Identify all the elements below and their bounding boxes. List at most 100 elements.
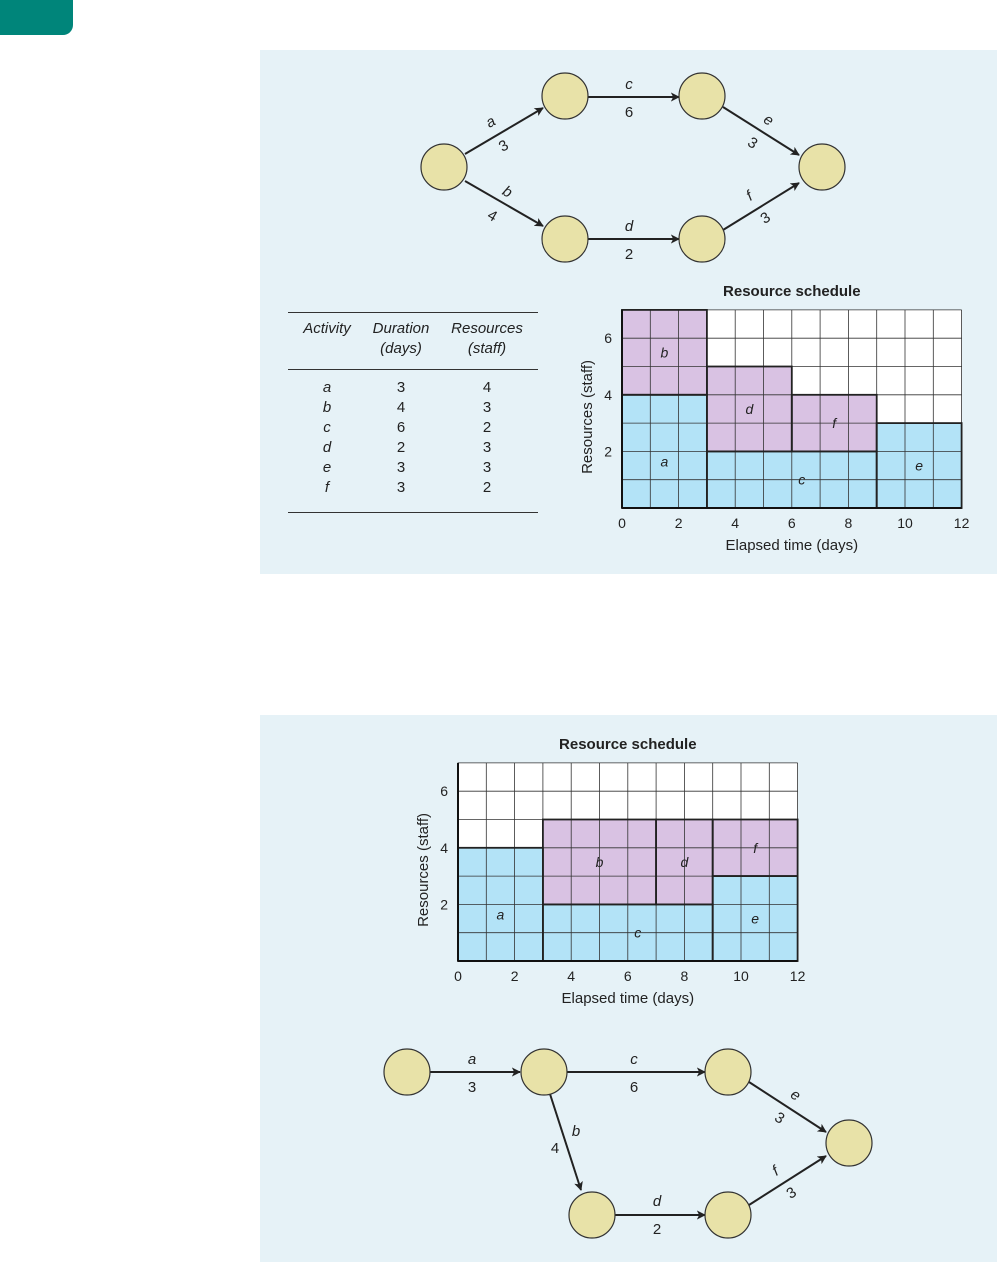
- x-tick-label: 6: [624, 968, 632, 984]
- table-row: f 3 2: [288, 478, 538, 513]
- block-b-label: b: [596, 854, 604, 870]
- header-activity: Activity: [303, 320, 351, 337]
- x-axis-label: Elapsed time (days): [562, 990, 695, 1007]
- edge-c-label: c: [630, 1051, 638, 1068]
- block-c-label: c: [798, 472, 805, 488]
- edge-f-label: f: [743, 187, 757, 205]
- node-2: [541, 72, 589, 120]
- x-tick-label: 10: [897, 515, 913, 531]
- block-e-fill: [712, 876, 798, 961]
- cell-duration: 4: [396, 399, 406, 416]
- x-tick-label: 4: [567, 968, 575, 984]
- figure1-svg: a 3 b 4 c 6 d 2 e 3 f 3 Resource schedul…: [420, 72, 970, 554]
- y-tick-labels: 2 4 6: [440, 783, 448, 912]
- block-f: [711, 818, 799, 877]
- edge-f-arrow: [748, 1155, 827, 1206]
- edge-b-duration: 4: [551, 1140, 559, 1157]
- x-tick-label: 2: [511, 968, 519, 984]
- cell-resources: 3: [482, 399, 492, 416]
- chapter-tab: [0, 0, 73, 35]
- edge-b-arrow: [464, 180, 544, 227]
- x-tick-label: 4: [731, 515, 739, 531]
- edge-f-duration: 3: [757, 209, 773, 228]
- y-tick-label: 2: [604, 443, 612, 459]
- edge-d-duration: 2: [653, 1221, 661, 1238]
- y-tick-label: 2: [440, 896, 448, 912]
- node-5: [704, 1191, 752, 1239]
- x-tick-label: 12: [954, 515, 970, 531]
- node-2: [520, 1048, 568, 1096]
- chart-title: Resource schedule: [723, 283, 861, 300]
- edge-a-duration: 3: [468, 1079, 476, 1096]
- edge-b-duration: 4: [484, 207, 500, 226]
- block-e-fill: [876, 423, 962, 508]
- edge-c-duration: 6: [630, 1079, 638, 1096]
- y-tick-labels: 246: [604, 330, 612, 459]
- edge-e-arrow: [722, 106, 800, 156]
- edge-b-label: b: [572, 1123, 580, 1140]
- block-f-label: f: [832, 415, 838, 431]
- node-4: [678, 72, 726, 120]
- cell-activity: d: [322, 439, 332, 456]
- node-3: [541, 215, 589, 263]
- y-axis-label: Resources (staff): [579, 360, 596, 474]
- network-diagram-1: a 3 b 4 c 6 d 2 e 3 f 3: [420, 72, 846, 263]
- node-1: [420, 143, 468, 191]
- table-row: d 2 3: [288, 438, 538, 458]
- block-d-label: d: [745, 401, 754, 417]
- edge-a-duration: 3: [496, 137, 512, 156]
- edge-e-duration: 3: [771, 1109, 787, 1128]
- cell-activity: b: [322, 399, 332, 416]
- block-d-fill: [706, 366, 792, 452]
- node-6: [798, 143, 846, 191]
- node-5: [678, 215, 726, 263]
- edge-e-duration: 3: [744, 134, 760, 153]
- edge-b-label: b: [499, 183, 515, 202]
- node-3: [704, 1048, 752, 1096]
- cell-activity: c: [323, 419, 331, 436]
- x-tick-label: 8: [845, 515, 853, 531]
- edge-d-duration: 2: [625, 246, 633, 263]
- block-b-fill: [622, 309, 707, 395]
- edge-d-label: d: [653, 1193, 662, 1210]
- cell-resources: 3: [482, 459, 492, 476]
- block-a-label: a: [497, 906, 505, 922]
- x-tick-label: 2: [675, 515, 683, 531]
- block-e-label: e: [915, 458, 923, 474]
- edge-e-arrow: [748, 1081, 827, 1133]
- x-tick-label: 8: [681, 968, 689, 984]
- cell-activity: f: [324, 479, 330, 496]
- chart-title: Resource schedule: [559, 736, 697, 753]
- block-e-label: e: [751, 911, 759, 927]
- node-1: [383, 1048, 431, 1096]
- x-tick-label: 0: [618, 515, 626, 531]
- figure-panel-1: a 3 b 4 c 6 d 2 e 3 f 3 Resource schedul…: [260, 50, 997, 574]
- edge-c-duration: 6: [625, 104, 633, 121]
- edge-a-label: a: [468, 1051, 476, 1068]
- x-tick-label: 12: [790, 968, 806, 984]
- node-6: [825, 1119, 873, 1167]
- y-tick-label: 4: [604, 387, 612, 403]
- edge-c-label: c: [625, 76, 633, 93]
- x-tick-label: 0: [454, 968, 462, 984]
- cell-resources: 4: [482, 379, 492, 396]
- y-axis-label: Resources (staff): [415, 813, 432, 927]
- block-a-label: a: [661, 453, 669, 469]
- cell-duration: 3: [396, 459, 406, 476]
- edge-b-arrow: [549, 1093, 583, 1191]
- y-tick-label: 6: [440, 783, 448, 799]
- y-tick-label: 4: [440, 840, 448, 856]
- edge-e-label: e: [787, 1086, 803, 1105]
- x-axis-label: Elapsed time (days): [726, 537, 859, 554]
- edge-a-label: a: [483, 113, 499, 132]
- node-4: [568, 1191, 616, 1239]
- cell-resources: 2: [482, 419, 492, 436]
- activity-table: Activity Duration(days) Resources(staff)…: [288, 312, 538, 513]
